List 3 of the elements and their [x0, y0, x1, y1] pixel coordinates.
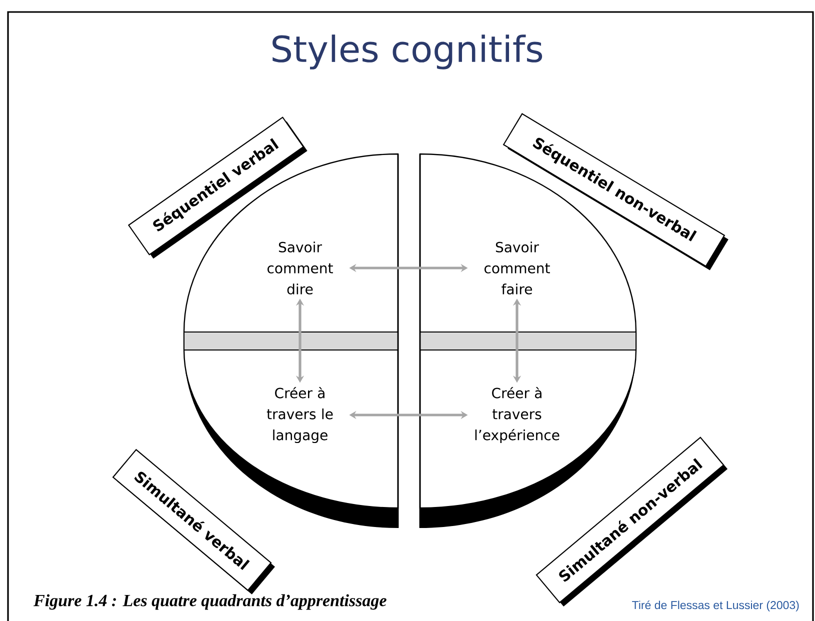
- figure-caption: Figure 1.4 : Les quatre quadrants d’apprentissage: [34, 594, 386, 610]
- quadrant-text: Créer à travers le langage: [266, 386, 333, 444]
- title: Styles cognitifs: [272, 34, 542, 70]
